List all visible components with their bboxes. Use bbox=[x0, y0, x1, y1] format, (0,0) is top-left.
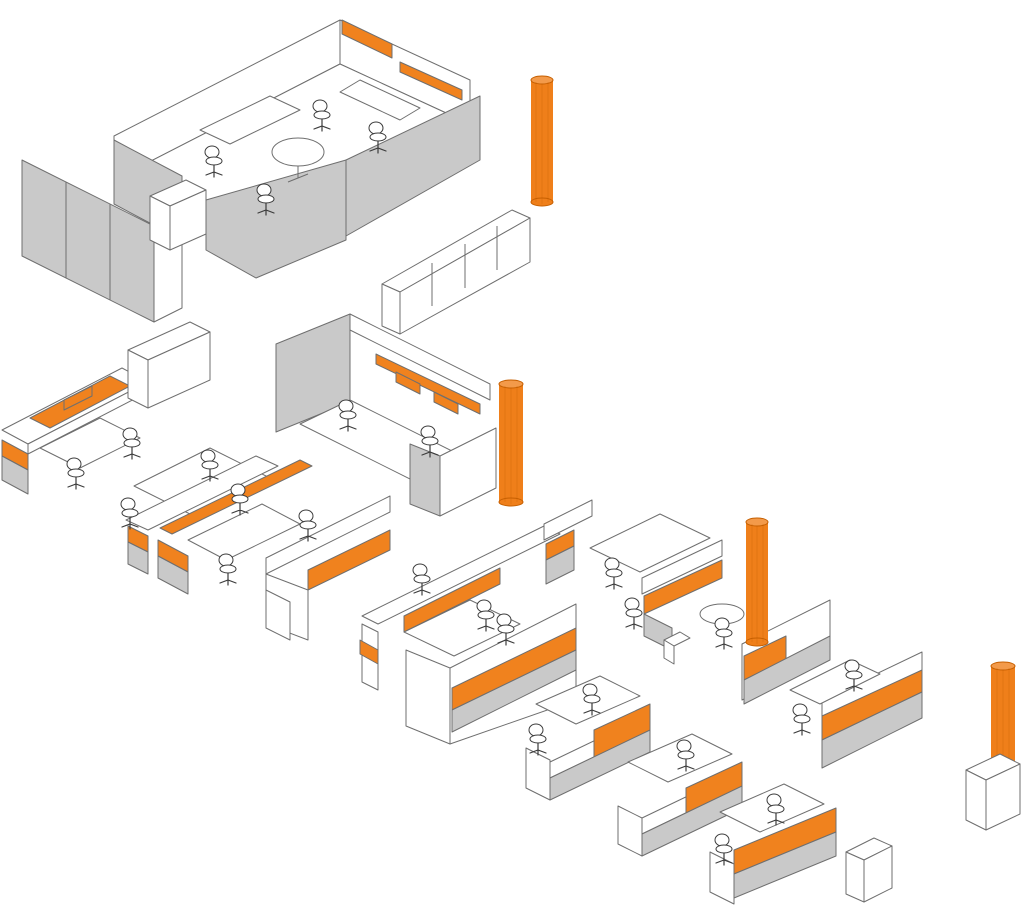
task-chair bbox=[420, 425, 439, 458]
task-chair bbox=[844, 659, 863, 692]
storage-cabinet-group-4 bbox=[663, 631, 691, 665]
structural-column-4 bbox=[965, 661, 1021, 831]
task-chair bbox=[714, 617, 733, 650]
task-chair bbox=[792, 703, 811, 736]
task-chair bbox=[676, 739, 695, 772]
round-meeting-table bbox=[271, 137, 325, 167]
task-chair bbox=[66, 457, 85, 490]
task-chair bbox=[338, 399, 357, 432]
workstation-cluster-open bbox=[265, 495, 577, 745]
storage-cabinet-group-1 bbox=[381, 209, 531, 335]
storage-cabinet-group-2 bbox=[127, 321, 211, 409]
task-chair bbox=[122, 427, 141, 460]
task-chair bbox=[528, 723, 547, 756]
storage-tower-small bbox=[149, 179, 207, 251]
enclosure-right-wall bbox=[345, 95, 481, 237]
enclosure-desk-run bbox=[199, 95, 301, 145]
task-chair bbox=[120, 497, 139, 530]
team-room-enclosure bbox=[275, 313, 497, 517]
structural-column-3 bbox=[745, 517, 769, 647]
task-chair bbox=[368, 121, 387, 154]
workstation-cluster-left bbox=[1, 367, 149, 495]
storage-cabinet-group-3 bbox=[845, 837, 893, 903]
workstation-cluster-center bbox=[125, 447, 313, 595]
enclosure-orange-shelf bbox=[399, 61, 463, 101]
task-chair bbox=[582, 683, 601, 716]
enclosure-desk-run-2 bbox=[339, 79, 421, 121]
workstation-row-lower-3 bbox=[709, 783, 837, 905]
task-chair bbox=[624, 597, 643, 630]
task-chair bbox=[298, 509, 317, 542]
task-chair bbox=[200, 449, 219, 482]
office-chairs bbox=[66, 99, 863, 866]
task-chair bbox=[256, 183, 275, 216]
enclosure-front-wall bbox=[205, 159, 347, 279]
workstation-cluster-right bbox=[543, 499, 831, 705]
task-chair bbox=[604, 557, 623, 590]
task-chair bbox=[766, 793, 785, 826]
task-chair bbox=[312, 99, 331, 132]
enclosure-orange-panel bbox=[341, 19, 393, 59]
task-chair bbox=[412, 563, 431, 596]
structural-column-1 bbox=[530, 75, 554, 207]
task-chair bbox=[496, 613, 515, 646]
task-chair bbox=[476, 599, 495, 632]
task-chair bbox=[230, 483, 249, 516]
task-chair bbox=[218, 553, 237, 586]
task-chair bbox=[714, 833, 733, 866]
structural-column-2 bbox=[498, 379, 524, 507]
workstation-row-lower-1 bbox=[525, 675, 651, 801]
task-chair bbox=[204, 145, 223, 178]
